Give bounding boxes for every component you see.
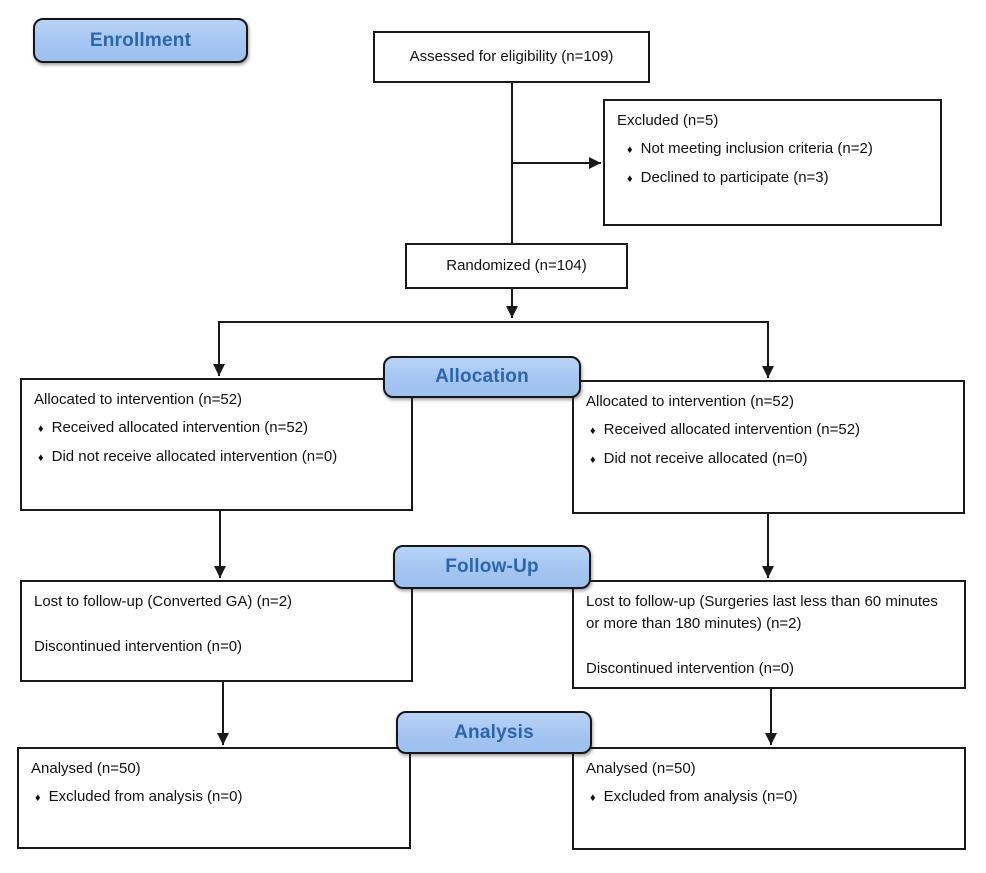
followup-left-line: Lost to follow-up (Converted GA) (n=2) — [34, 593, 293, 610]
bullet-diamond-icon: ♦ — [38, 422, 44, 435]
list-item: ♦ Excluded from analysis (n=0) — [31, 786, 397, 808]
allocation-left-bullet-text: Received allocated intervention (n=52) — [51, 418, 309, 436]
box-excluded: Excluded (n=5) ♦ Not meeting inclusion c… — [603, 99, 942, 226]
list-item: ♦ Declined to participate (n=3) — [617, 167, 928, 189]
box-assessed-for-eligibility: Assessed for eligibility (n=109) — [373, 31, 650, 83]
list-item: ♦ Not meeting inclusion criteria (n=2) — [617, 138, 928, 160]
list-item: ♦ Did not receive allocated intervention… — [34, 446, 399, 468]
bullet-diamond-icon: ♦ — [590, 453, 596, 466]
excluded-bullet-text: Not meeting inclusion criteria (n=2) — [640, 139, 873, 157]
list-item: ♦ Excluded from analysis (n=0) — [586, 786, 952, 808]
bullet-diamond-icon: ♦ — [35, 791, 41, 804]
box-followup-right: Lost to follow-up (Surgeries last less t… — [572, 580, 966, 689]
bullet-diamond-icon: ♦ — [627, 143, 633, 156]
bullet-diamond-icon: ♦ — [590, 791, 596, 804]
stage-badge-follow-up: Follow-Up — [393, 545, 591, 589]
box-allocation-right: Allocated to intervention (n=52) ♦ Recei… — [572, 380, 965, 514]
stage-badge-analysis: Analysis — [396, 711, 592, 754]
box-analysis-right: Analysed (n=50) ♦ Excluded from analysis… — [572, 747, 966, 850]
list-item: ♦ Did not receive allocated (n=0) — [586, 448, 951, 470]
allocation-right-bullet-text: Received allocated intervention (n=52) — [603, 420, 861, 438]
box-followup-left: Lost to follow-up (Converted GA) (n=2) D… — [20, 580, 413, 682]
box-randomized-title: Randomized (n=104) — [446, 257, 587, 275]
box-assessed-title: Assessed for eligibility (n=109) — [409, 48, 614, 66]
list-item: ♦ Received allocated intervention (n=52) — [586, 419, 951, 441]
stage-badge-follow-up-label: Follow-Up — [445, 556, 539, 577]
box-allocation-left: Allocated to intervention (n=52) ♦ Recei… — [20, 378, 413, 511]
analysis-left-bullet-text: Excluded from analysis (n=0) — [48, 787, 243, 805]
followup-left-line: Discontinued intervention (n=0) — [34, 637, 243, 655]
list-item: ♦ Received allocated intervention (n=52) — [34, 417, 399, 439]
followup-right-line: Lost to follow-up (Surgeries last less t… — [586, 593, 938, 632]
box-analysis-right-title: Analysed (n=50) — [586, 760, 696, 777]
box-randomized: Randomized (n=104) — [405, 243, 628, 289]
followup-right-line: Discontinued intervention (n=0) — [586, 659, 795, 677]
allocation-right-bullet-text: Did not receive allocated (n=0) — [603, 449, 808, 467]
bullet-diamond-icon: ♦ — [590, 424, 596, 437]
stage-badge-allocation: Allocation — [383, 356, 581, 398]
box-analysis-left-title: Analysed (n=50) — [31, 760, 141, 777]
box-analysis-left: Analysed (n=50) ♦ Excluded from analysis… — [17, 747, 411, 849]
bullet-diamond-icon: ♦ — [38, 451, 44, 464]
allocation-left-bullet-text: Did not receive allocated intervention (… — [51, 447, 338, 465]
stage-badge-enrollment: Enrollment — [33, 18, 248, 63]
analysis-right-bullet-text: Excluded from analysis (n=0) — [603, 787, 798, 805]
stage-badge-analysis-label: Analysis — [454, 721, 534, 743]
box-excluded-title: Excluded (n=5) — [617, 112, 719, 129]
excluded-bullet-text: Declined to participate (n=3) — [640, 168, 829, 186]
box-allocation-right-title: Allocated to intervention (n=52) — [586, 393, 795, 410]
stage-badge-allocation-label: Allocation — [435, 366, 529, 387]
box-allocation-left-title: Allocated to intervention (n=52) — [34, 391, 243, 408]
stage-badge-enrollment-label: Enrollment — [89, 29, 192, 51]
bullet-diamond-icon: ♦ — [627, 172, 633, 185]
